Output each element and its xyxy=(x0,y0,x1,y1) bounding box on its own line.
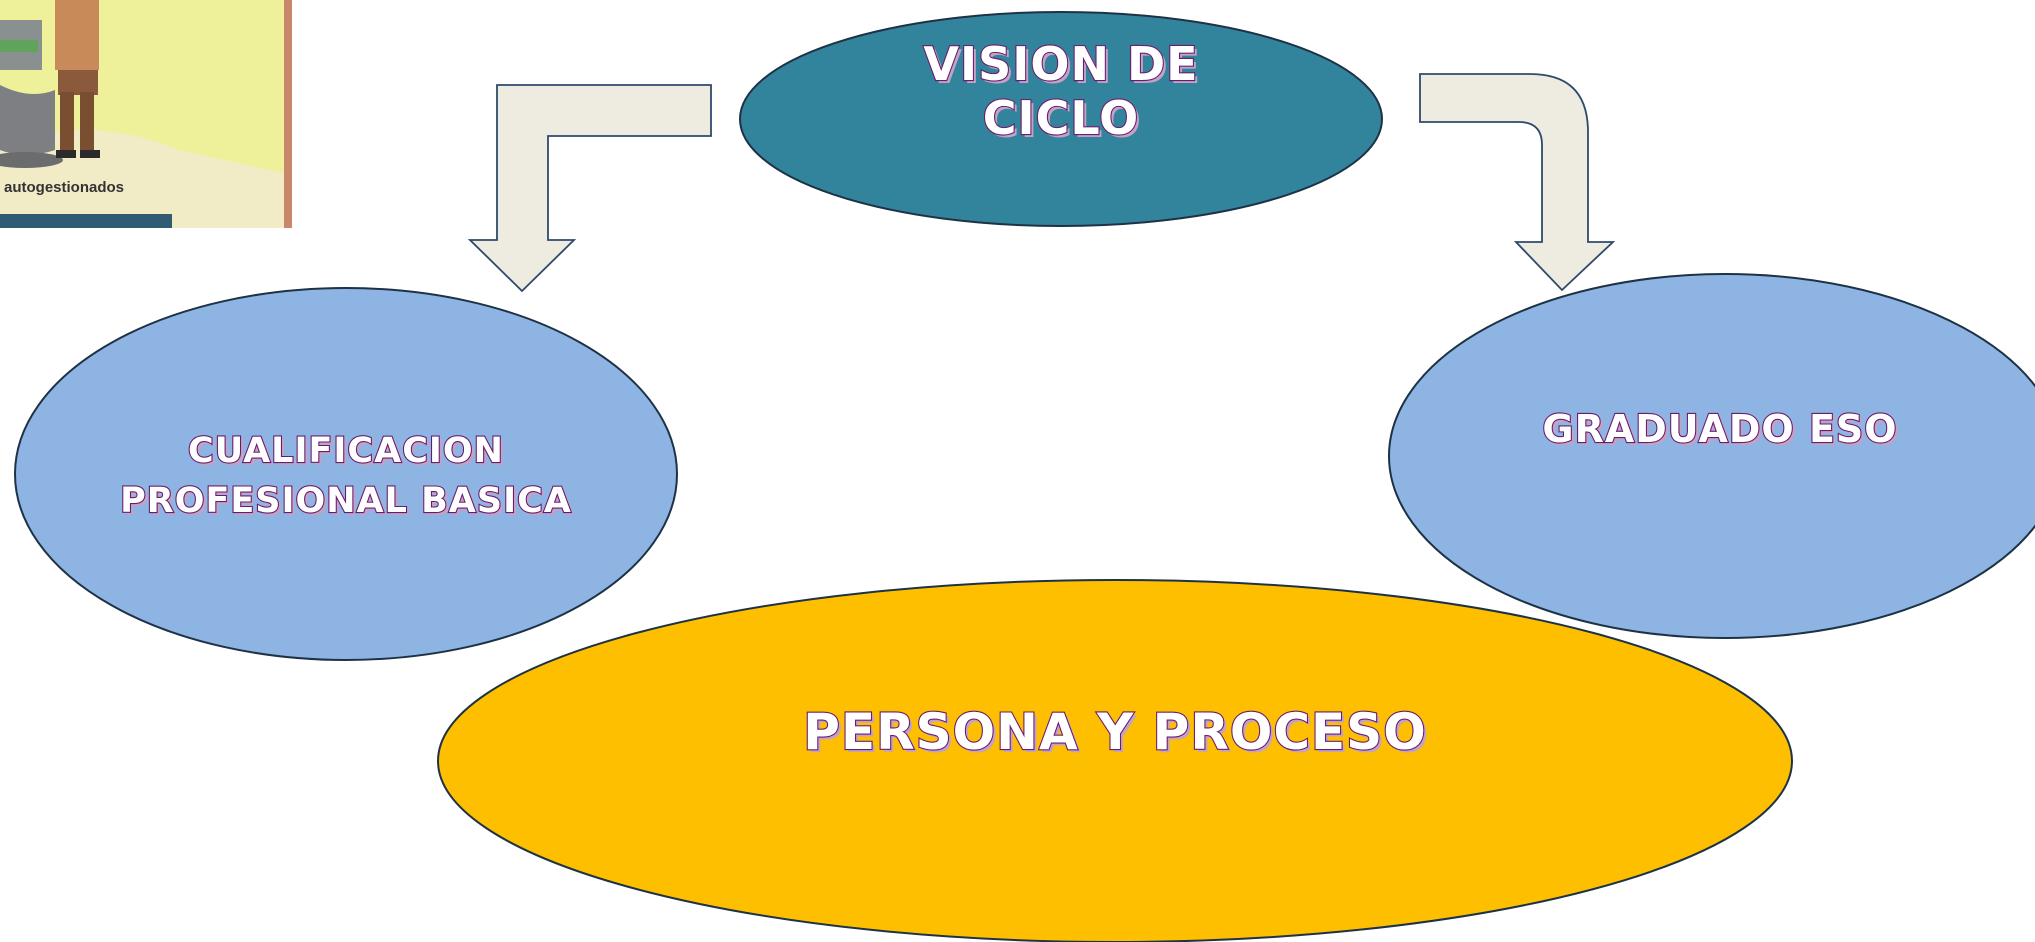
graduado-eso-label: GRADUADO ESO GRADUADO ESO xyxy=(1541,406,1900,454)
svg-text:PERSONA Y PROCESO: PERSONA Y PROCESO xyxy=(806,706,1429,764)
svg-text:VISION DE: VISION DE xyxy=(926,40,1201,94)
persona-y-proceso-node xyxy=(437,579,1793,942)
thumbnail-caption: autogestionados xyxy=(4,179,124,196)
right-curved-arrow xyxy=(1419,73,1616,292)
svg-text:VISION DE: VISION DE xyxy=(923,37,1198,91)
svg-text:CICLO: CICLO xyxy=(983,91,1139,145)
svg-text:CICLO: CICLO xyxy=(986,94,1142,148)
graduado-eso-node xyxy=(1388,273,2035,639)
cualificacion-label: CUALIFICACION CUALIFICACION PROFESIONAL … xyxy=(119,430,575,524)
vision-de-ciclo-node xyxy=(739,11,1383,227)
left-bent-arrow xyxy=(467,84,712,293)
svg-text:GRADUADO ESO: GRADUADO ESO xyxy=(1545,410,1900,454)
vision-de-ciclo-label: VISION DE VISION DE CICLO CICLO xyxy=(922,36,1201,148)
svg-text:GRADUADO ESO: GRADUADO ESO xyxy=(1542,407,1897,451)
cualificacion-node xyxy=(14,287,678,661)
svg-text:CUALIFICACION: CUALIFICACION xyxy=(191,434,507,474)
svg-text:CUALIFICACION: CUALIFICACION xyxy=(188,431,504,471)
svg-text:PROFESIONAL BASICA: PROFESIONAL BASICA xyxy=(123,484,575,524)
svg-text:PROFESIONAL BASICA: PROFESIONAL BASICA xyxy=(120,481,572,521)
persona-y-proceso-label: PERSONA Y PROCESO PERSONA Y PROCESO xyxy=(802,702,1429,764)
svg-text:PERSONA Y PROCESO: PERSONA Y PROCESO xyxy=(803,703,1426,761)
thumbnail-image: autogestionados xyxy=(0,0,292,228)
